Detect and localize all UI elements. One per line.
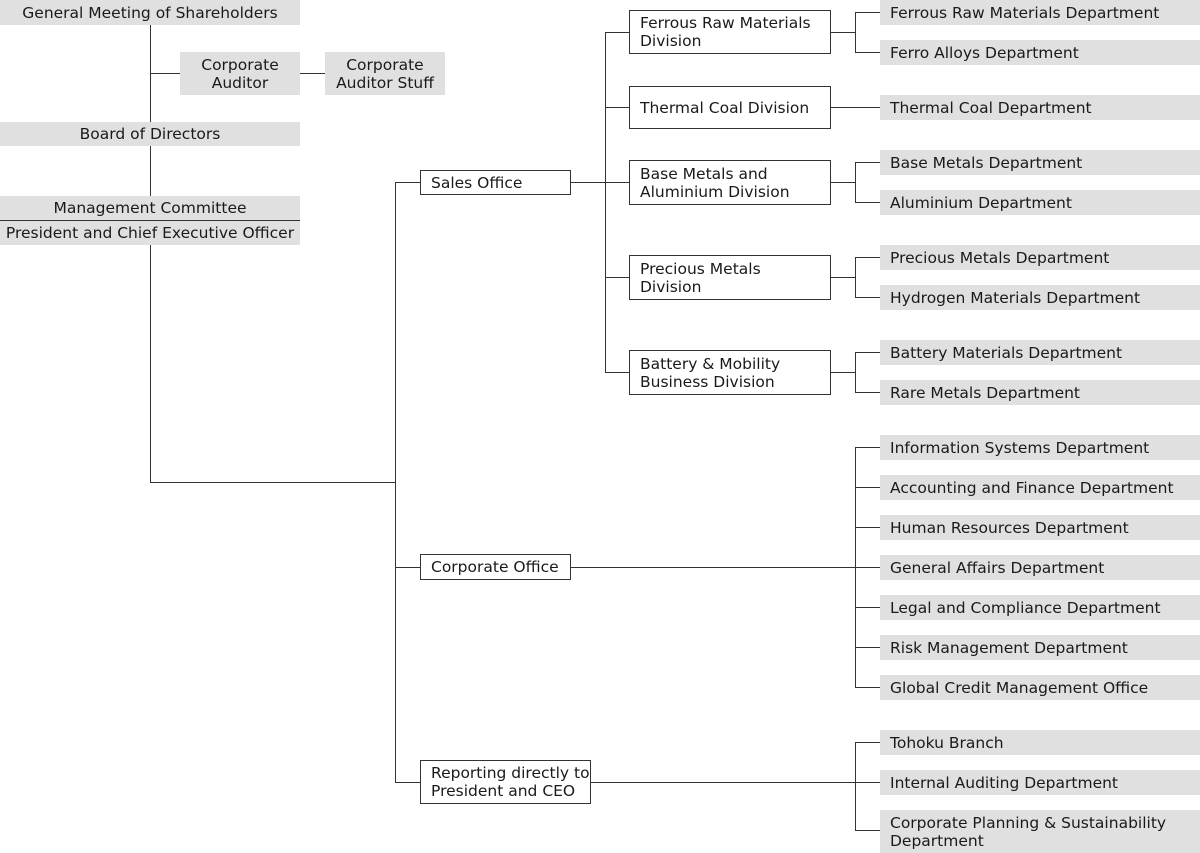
direct-bracket [855, 742, 856, 831]
direct-department-box: Tohoku Branch [880, 730, 1200, 755]
direct-department-box: Internal Auditing Department [880, 770, 1200, 795]
to-division-3 [605, 182, 630, 183]
corporate-department-box: Accounting and Finance Department [880, 475, 1200, 500]
division-box-thermal-coal: Thermal Coal Division [629, 86, 831, 129]
div1-dept2 [855, 52, 880, 53]
divisions-trunk [605, 32, 606, 373]
department-box: Aluminium Department [880, 190, 1200, 215]
direct-department-box: Corporate Planning & Sustainability Depa… [880, 810, 1200, 853]
management-committee-box: Management Committee [0, 196, 300, 220]
corp-dept1 [855, 447, 880, 448]
spine-to-offices [150, 482, 396, 483]
div5-dept2 [855, 392, 880, 393]
to-reporting-office [395, 782, 420, 783]
div1-dept1 [855, 12, 880, 13]
sales-office-box: Sales Office [420, 170, 571, 195]
direct-dept3 [855, 830, 880, 831]
department-box: Ferrous Raw Materials Department [880, 0, 1200, 25]
corporate-office-box: Corporate Office [420, 554, 571, 580]
div3-bracket [855, 162, 856, 203]
corporate-department-box: Risk Management Department [880, 635, 1200, 660]
corp-dept5 [855, 607, 880, 608]
offices-trunk [395, 182, 396, 783]
div1-out [830, 32, 856, 33]
department-box: Rare Metals Department [880, 380, 1200, 405]
department-box: Precious Metals Department [880, 245, 1200, 270]
div3-dept2 [855, 202, 880, 203]
department-box: Hydrogen Materials Department [880, 285, 1200, 310]
division-box-base-metals: Base Metals and Aluminium Division [629, 160, 831, 205]
to-division-1 [605, 32, 630, 33]
direct-dept2 [855, 782, 880, 783]
corporate-department-box: Human Resources Department [880, 515, 1200, 540]
department-box: Battery Materials Department [880, 340, 1200, 365]
div4-dept2 [855, 297, 880, 298]
to-division-4 [605, 277, 630, 278]
to-division-2 [605, 107, 630, 108]
committee-divider [0, 220, 300, 221]
corp-out [570, 567, 856, 568]
corporate-department-box: Legal and Compliance Department [880, 595, 1200, 620]
div5-out [830, 372, 856, 373]
corp-dept7 [855, 687, 880, 688]
sales-to-divisions [570, 182, 606, 183]
auditor-staff-box: Corporate Auditor Stuff [325, 52, 445, 95]
div1-bracket [855, 12, 856, 53]
div3-dept1 [855, 162, 880, 163]
auditor-staff-link [300, 73, 325, 74]
corporate-auditor-box: Corporate Auditor [180, 52, 300, 95]
div4-dept1 [855, 257, 880, 258]
corporate-department-box: Global Credit Management Office [880, 675, 1200, 700]
division-box-precious-metals: Precious Metals Division [629, 255, 831, 300]
department-box: Base Metals Department [880, 150, 1200, 175]
spine-bottom [150, 245, 151, 483]
direct-out [590, 782, 856, 783]
corporate-department-box: Information Systems Department [880, 435, 1200, 460]
department-box: Thermal Coal Department [880, 95, 1200, 120]
direct-dept1 [855, 742, 880, 743]
auditor-branch [150, 73, 180, 74]
to-division-5 [605, 372, 630, 373]
div2-out [830, 107, 880, 108]
to-sales-office [395, 182, 420, 183]
corp-dept4 [855, 567, 880, 568]
division-box-ferrous: Ferrous Raw Materials Division [629, 10, 831, 54]
shareholders-box: General Meeting of Shareholders [0, 0, 300, 25]
div3-out [830, 182, 856, 183]
corporate-department-box: General Affairs Department [880, 555, 1200, 580]
div4-out [830, 277, 856, 278]
department-box: Ferro Alloys Department [880, 40, 1200, 65]
div5-dept1 [855, 352, 880, 353]
corp-dept3 [855, 527, 880, 528]
div4-bracket [855, 257, 856, 298]
to-corporate-office [395, 567, 420, 568]
corp-dept6 [855, 647, 880, 648]
division-box-battery: Battery & Mobility Business Division [629, 350, 831, 395]
corp-dept2 [855, 487, 880, 488]
div5-bracket [855, 352, 856, 393]
board-of-directors-box: Board of Directors [0, 122, 300, 146]
spine-mid [150, 146, 151, 196]
president-box: President and Chief Executive Officer [0, 221, 300, 245]
reporting-office-box: Reporting directly to President and CEO [420, 760, 591, 804]
